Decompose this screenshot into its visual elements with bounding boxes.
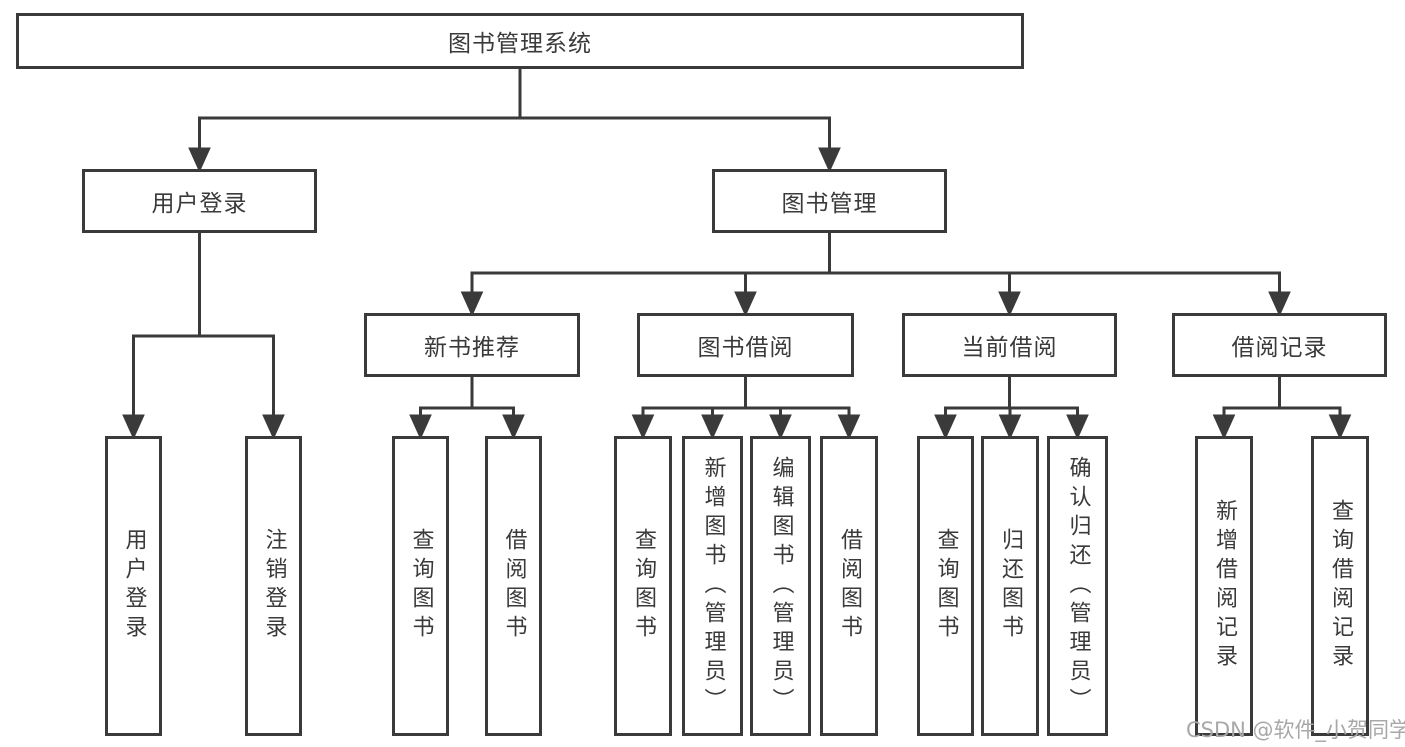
node-label: 借阅图书	[501, 528, 527, 644]
leaf-query-books-current: 查询图书	[917, 436, 974, 736]
node-current-borrowing: 当前借阅	[902, 313, 1117, 377]
node-label: 图书管理	[781, 191, 878, 217]
node-label: 图书管理系统	[448, 31, 592, 57]
node-label: 当前借阅	[961, 335, 1058, 361]
node-label: 用户登录	[151, 191, 248, 217]
leaf-return-books: 归还图书	[981, 436, 1039, 736]
node-label: 图书借阅	[697, 335, 794, 361]
node-new-book-recommendation: 新书推荐	[364, 313, 580, 377]
node-label: 新书推荐	[424, 335, 520, 361]
leaf-query-borrow-record: 查询借阅记录	[1311, 436, 1369, 736]
node-label: 借阅记录	[1231, 335, 1328, 361]
node-label: 用户登录	[121, 528, 147, 644]
leaf-user-login: 用户登录	[105, 436, 162, 736]
leaf-query-books-borrowing: 查询图书	[614, 436, 672, 736]
node-label: 新增图书（管理员）	[700, 455, 726, 717]
leaf-query-books-recommendation: 查询图书	[392, 436, 449, 736]
node-label: 确认归还（管理员）	[1065, 455, 1091, 717]
node-library-management-system: 图书管理系统	[16, 13, 1024, 69]
node-label: 归还图书	[998, 528, 1023, 644]
node-label: 编辑图书（管理员）	[768, 455, 794, 717]
node-label: 查询图书	[933, 528, 959, 644]
leaf-edit-books-admin: 编辑图书（管理员）	[750, 436, 811, 736]
leaf-confirm-return-admin: 确认归还（管理员）	[1047, 436, 1108, 736]
node-label: 借阅图书	[837, 528, 862, 644]
csdn-watermark: CSDN @软件_小贺同学	[1186, 718, 1405, 742]
leaf-add-borrow-record: 新增借阅记录	[1195, 436, 1253, 736]
leaf-borrow-books-recommendation: 借阅图书	[485, 436, 542, 736]
node-label: 查询借阅记录	[1328, 499, 1353, 673]
node-book-borrowing: 图书借阅	[637, 313, 854, 377]
leaf-add-books-admin: 新增图书（管理员）	[682, 436, 743, 736]
node-label: 新增借阅记录	[1212, 499, 1237, 673]
leaf-borrow-books: 借阅图书	[820, 436, 878, 736]
node-user-login: 用户登录	[82, 169, 317, 233]
node-label: 查询图书	[408, 528, 434, 644]
leaf-logout: 注销登录	[245, 436, 302, 736]
node-borrowing-records: 借阅记录	[1172, 313, 1387, 377]
node-label: 查询图书	[631, 528, 656, 644]
node-book-management: 图书管理	[712, 169, 947, 233]
node-label: 注销登录	[261, 528, 287, 644]
